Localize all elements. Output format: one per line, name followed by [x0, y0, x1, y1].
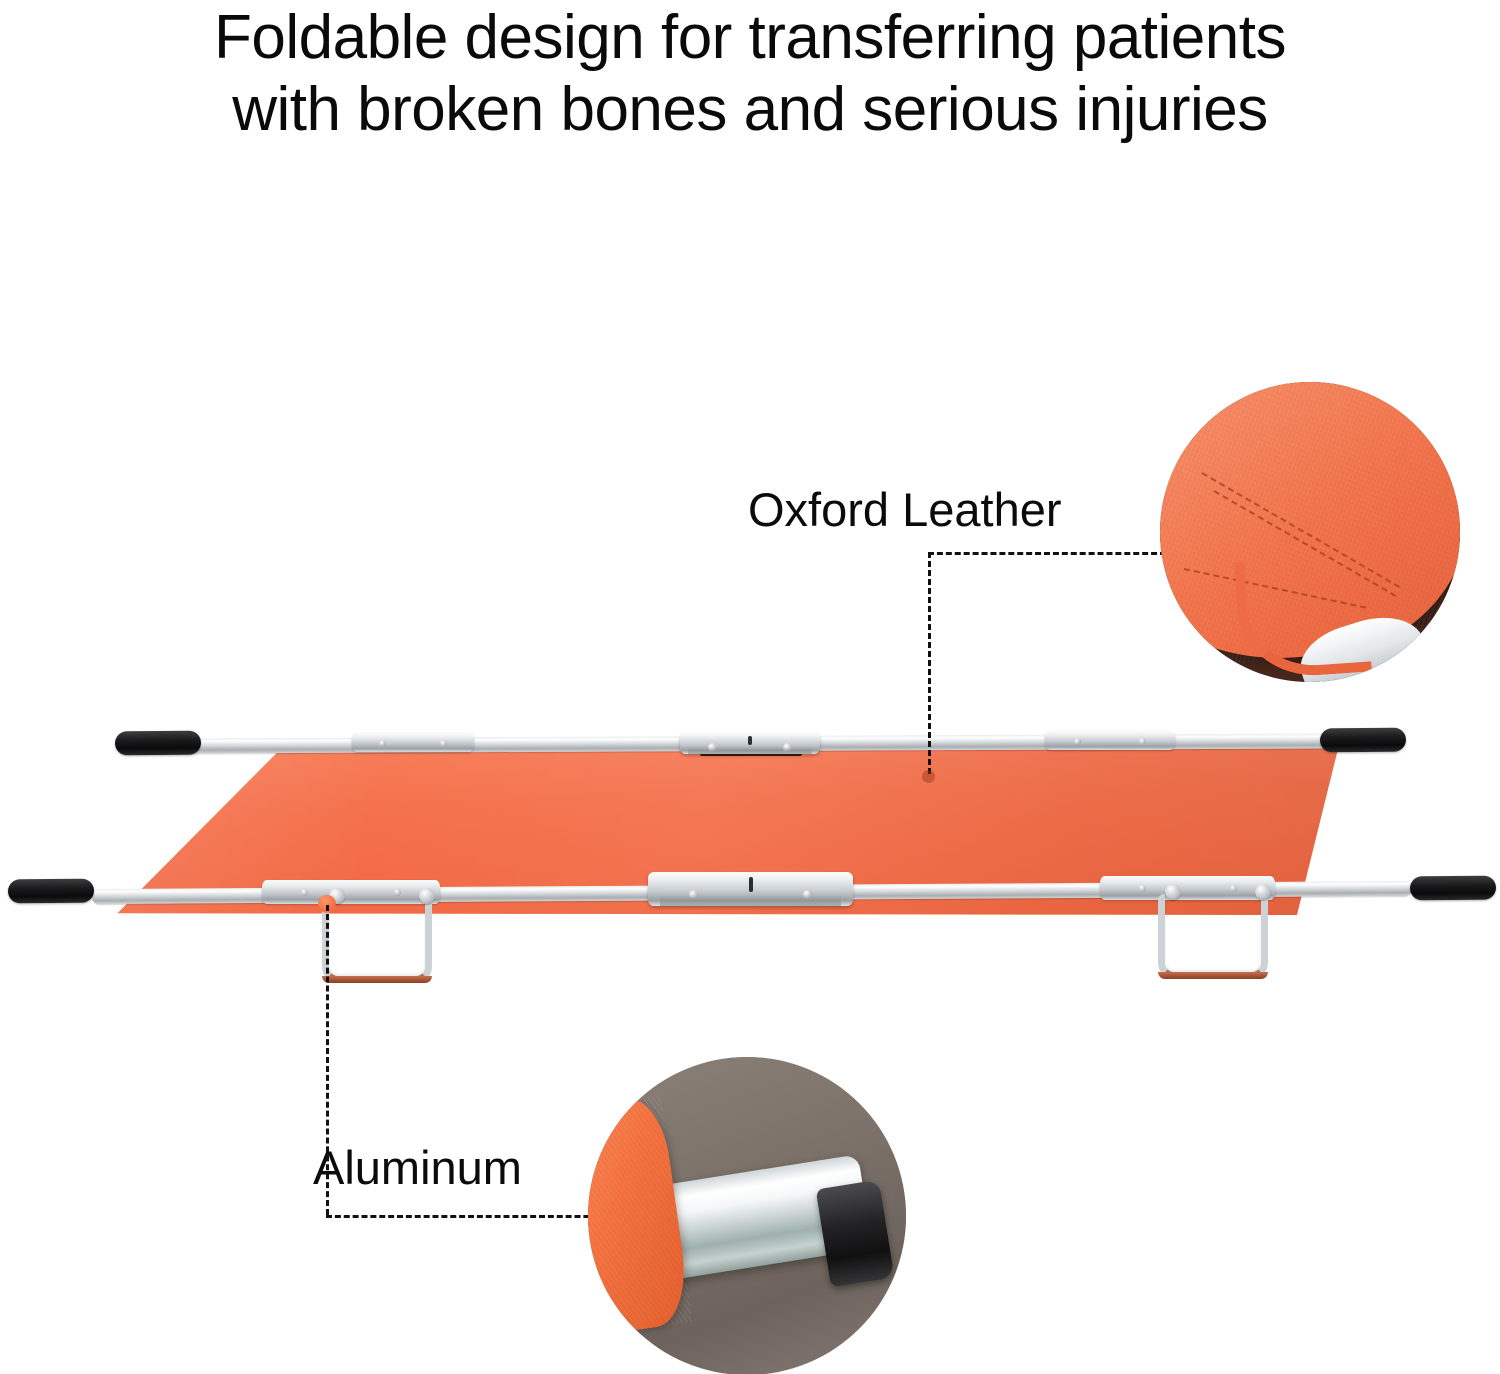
leg-stand-right	[1158, 884, 1271, 979]
leader-line-aluminum-vertical	[326, 905, 329, 1215]
rail-bracket-front-left	[262, 880, 440, 904]
folding-hinge-front	[648, 872, 853, 906]
leg-pivot-right	[1255, 884, 1271, 900]
folding-hinge-rear	[680, 732, 820, 754]
hinge-shading	[688, 746, 812, 754]
handle-grip-rear-left	[114, 730, 202, 756]
leader-dot-oxford	[922, 770, 935, 783]
hinge-rivet-left	[689, 889, 698, 899]
handle-grip-front-right	[1409, 875, 1497, 901]
rail-bracket-rear-left	[352, 733, 474, 752]
leader-line-oxford-vertical	[928, 552, 931, 774]
leg-stand-left	[322, 888, 435, 983]
hinge-shading	[660, 895, 841, 906]
inset-photo-oxford-leather	[1160, 382, 1460, 682]
handle-grip-front-left	[7, 878, 95, 904]
leg-pivot-right	[419, 888, 435, 904]
callout-label-oxford-leather: Oxford Leather	[748, 483, 1062, 536]
page-title: Foldable design for transferring patient…	[213, 3, 1287, 144]
rail-bracket-front-right	[1100, 876, 1275, 900]
leader-line-oxford-horizontal	[928, 552, 1166, 555]
leader-dot-aluminum	[318, 895, 336, 913]
handle-grip-rear-right	[1319, 727, 1407, 753]
stretcher-illustration	[0, 700, 1500, 1020]
callout-label-aluminum: Aluminum	[313, 1141, 522, 1194]
leader-line-aluminum-horizontal	[326, 1215, 616, 1218]
inset-photo-aluminum	[588, 1057, 906, 1374]
rail-bracket-rear-right	[1045, 731, 1175, 750]
hinge-slot	[748, 735, 752, 745]
hinge-slot	[748, 877, 753, 892]
leg-pivot-left	[1165, 884, 1181, 900]
hinge-rivet-right	[803, 889, 812, 899]
